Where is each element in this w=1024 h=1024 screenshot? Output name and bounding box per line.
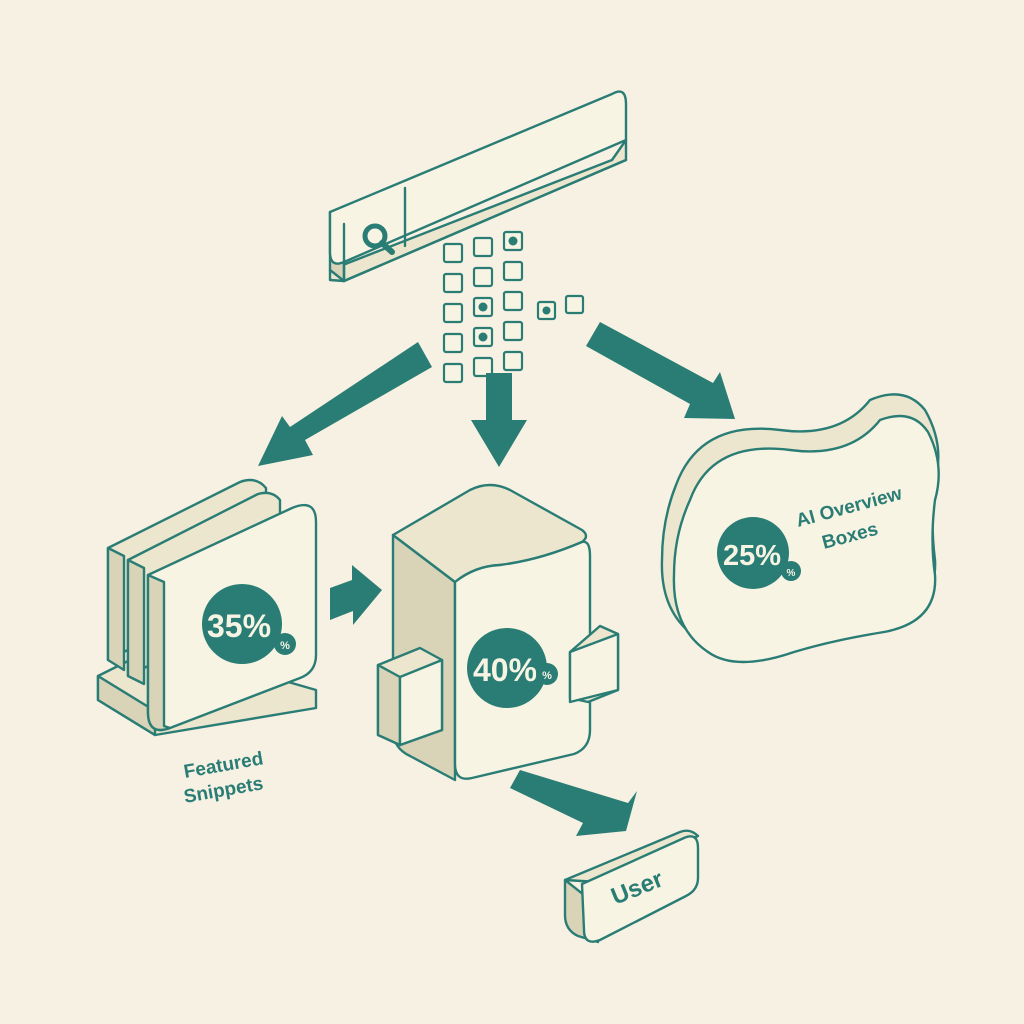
result-cell-dot: [508, 236, 518, 246]
search-bar[interactable]: [328, 90, 628, 283]
result-cell: [502, 350, 524, 372]
arrow-to-featured-snippets: [258, 342, 432, 466]
result-cell: [442, 332, 464, 354]
result-cell: [502, 260, 524, 282]
result-cell: [442, 362, 464, 384]
result-cell: [442, 272, 464, 294]
result-cell-dot: [478, 302, 488, 312]
side-result-cell-dot: [542, 306, 551, 315]
center-node-percent: 40%: [473, 652, 537, 688]
result-cell: [502, 320, 524, 342]
side-result-cells: [536, 294, 585, 321]
ai-overview-node[interactable]: 25% % AI Overview Boxes: [660, 393, 940, 664]
result-cell: [442, 242, 464, 264]
arrow-to-ai-overview: [586, 322, 735, 419]
arrow-featured-to-center: [330, 565, 382, 625]
result-cell-dot: [478, 332, 488, 342]
result-cell: [502, 290, 524, 312]
arrow-center-to-user: [510, 770, 637, 836]
result-cell: [472, 236, 494, 258]
side-result-cell: [564, 294, 585, 315]
center-node-unit: %: [542, 670, 552, 682]
user-node[interactable]: User: [563, 829, 700, 944]
result-cell: [472, 266, 494, 288]
ai-overview-percent: 25%: [723, 540, 781, 572]
featured-snippets-node[interactable]: 35% %: [96, 478, 318, 737]
result-matrix: [442, 230, 524, 384]
featured-snippets-unit: %: [280, 640, 290, 652]
center-node[interactable]: 40% %: [376, 483, 620, 782]
featured-snippets-percent: 35%: [207, 608, 271, 644]
ai-overview-unit: %: [787, 568, 796, 579]
result-cell: [472, 356, 494, 378]
result-cell: [442, 302, 464, 324]
arrow-to-center-node: [471, 373, 527, 467]
search-icon[interactable]: [362, 223, 395, 255]
